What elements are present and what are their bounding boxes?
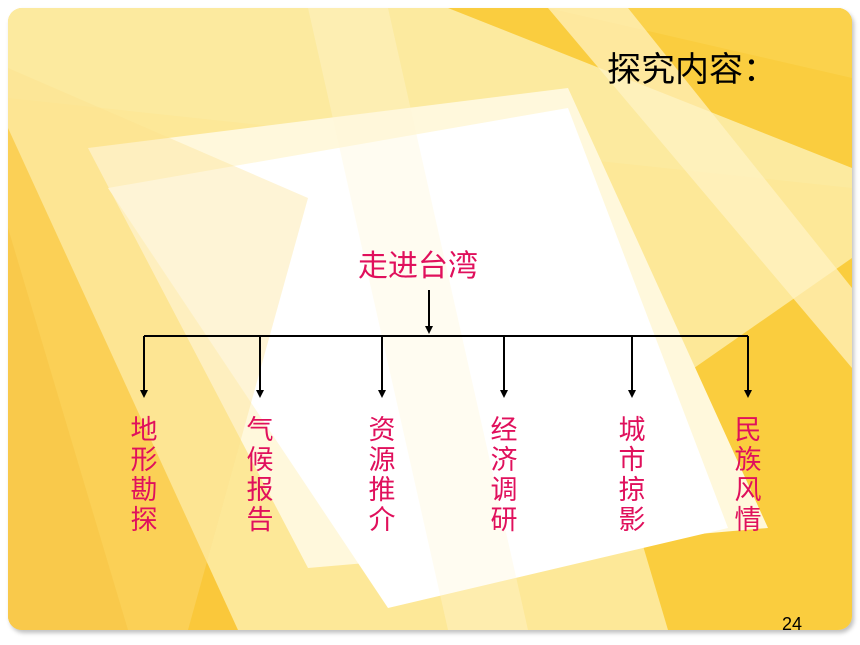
tree-connectors <box>140 290 752 398</box>
slide-title: 探究内容： <box>607 50 777 90</box>
child-node-4: 经济调研 <box>490 415 518 536</box>
child-node-1: 地形勘探 <box>130 415 158 536</box>
slide-frame: 探究内容： 走进台湾 地形勘探 气候报告 资源推介 经济调研 城市掠影 民族风情… <box>8 8 852 630</box>
child-node-2: 气候报告 <box>246 415 274 536</box>
diagram-root-node: 走进台湾 <box>358 249 478 284</box>
page-number: 24 <box>781 614 802 630</box>
child-node-3: 资源推介 <box>368 415 396 536</box>
child-node-6: 民族风情 <box>734 415 762 536</box>
child-node-5: 城市掠影 <box>618 415 646 536</box>
